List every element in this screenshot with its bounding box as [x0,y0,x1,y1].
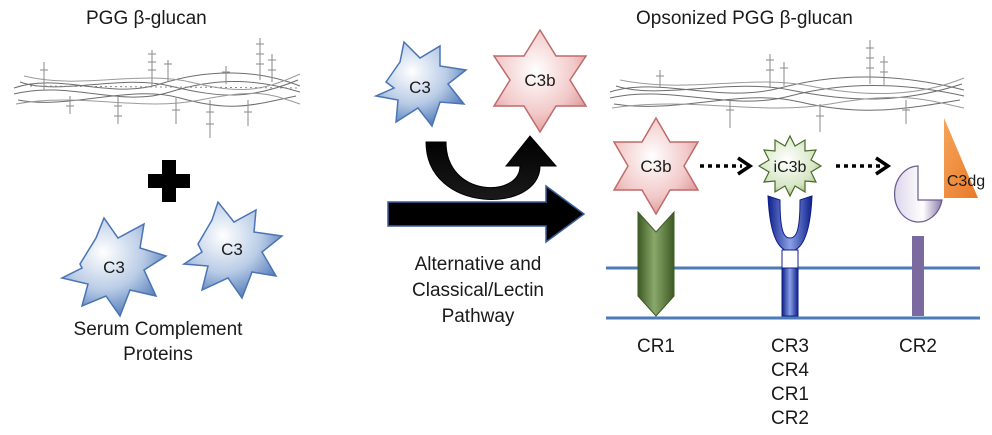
c3-protein-left-2: C3 [181,200,284,300]
fragment-label: iC3b [774,159,807,176]
fragment-label: C3dg [947,173,985,190]
main-pathway-arrow [387,184,586,244]
plus-icon [148,160,190,202]
ic3b-fragment: iC3b [757,134,823,198]
c3dg-fragment: C3dg [944,118,985,198]
receptor-label: CR2 [771,408,809,429]
pathway-line1: Alternative and [415,254,542,275]
c3b-protein-middle: C3b [492,28,588,134]
dotted-arrow-2 [836,156,892,176]
protein-label: C3b [524,71,555,90]
cr3-receptor [767,195,813,317]
left-title: PGG β-glucan [86,8,207,29]
curved-conversion-arrow [425,135,558,200]
pgg-glucan-molecule-left [13,38,301,138]
pgg-glucan-molecule-right [609,40,965,132]
c3-protein-left-1: C3 [59,216,168,318]
serum-caption-line1: Serum Complement [74,319,244,340]
serum-caption-line2: Proteins [123,344,193,365]
dotted-arrow-1 [700,156,754,176]
protein-label: C3 [103,258,125,277]
receptor-label: CR4 [771,360,809,381]
cr1-receptor [637,210,675,317]
receptor-label-cr1: CR1 [637,336,675,357]
protein-label: C3 [409,78,431,97]
pathway-line3: Pathway [442,306,515,327]
protein-label: C3 [221,240,243,259]
c3b-fragment: C3b [612,116,700,216]
fragment-label: C3b [640,157,671,176]
right-title: Opsonized PGG β-glucan [636,8,853,29]
pathway-line2: Classical/Lectin [412,280,544,301]
receptor-label: CR3 [771,336,809,357]
receptor-label-cr2: CR2 [899,336,937,357]
cr2-receptor [893,165,943,316]
receptor-label: CR1 [771,384,809,405]
c3-protein-middle: C3 [373,40,468,128]
